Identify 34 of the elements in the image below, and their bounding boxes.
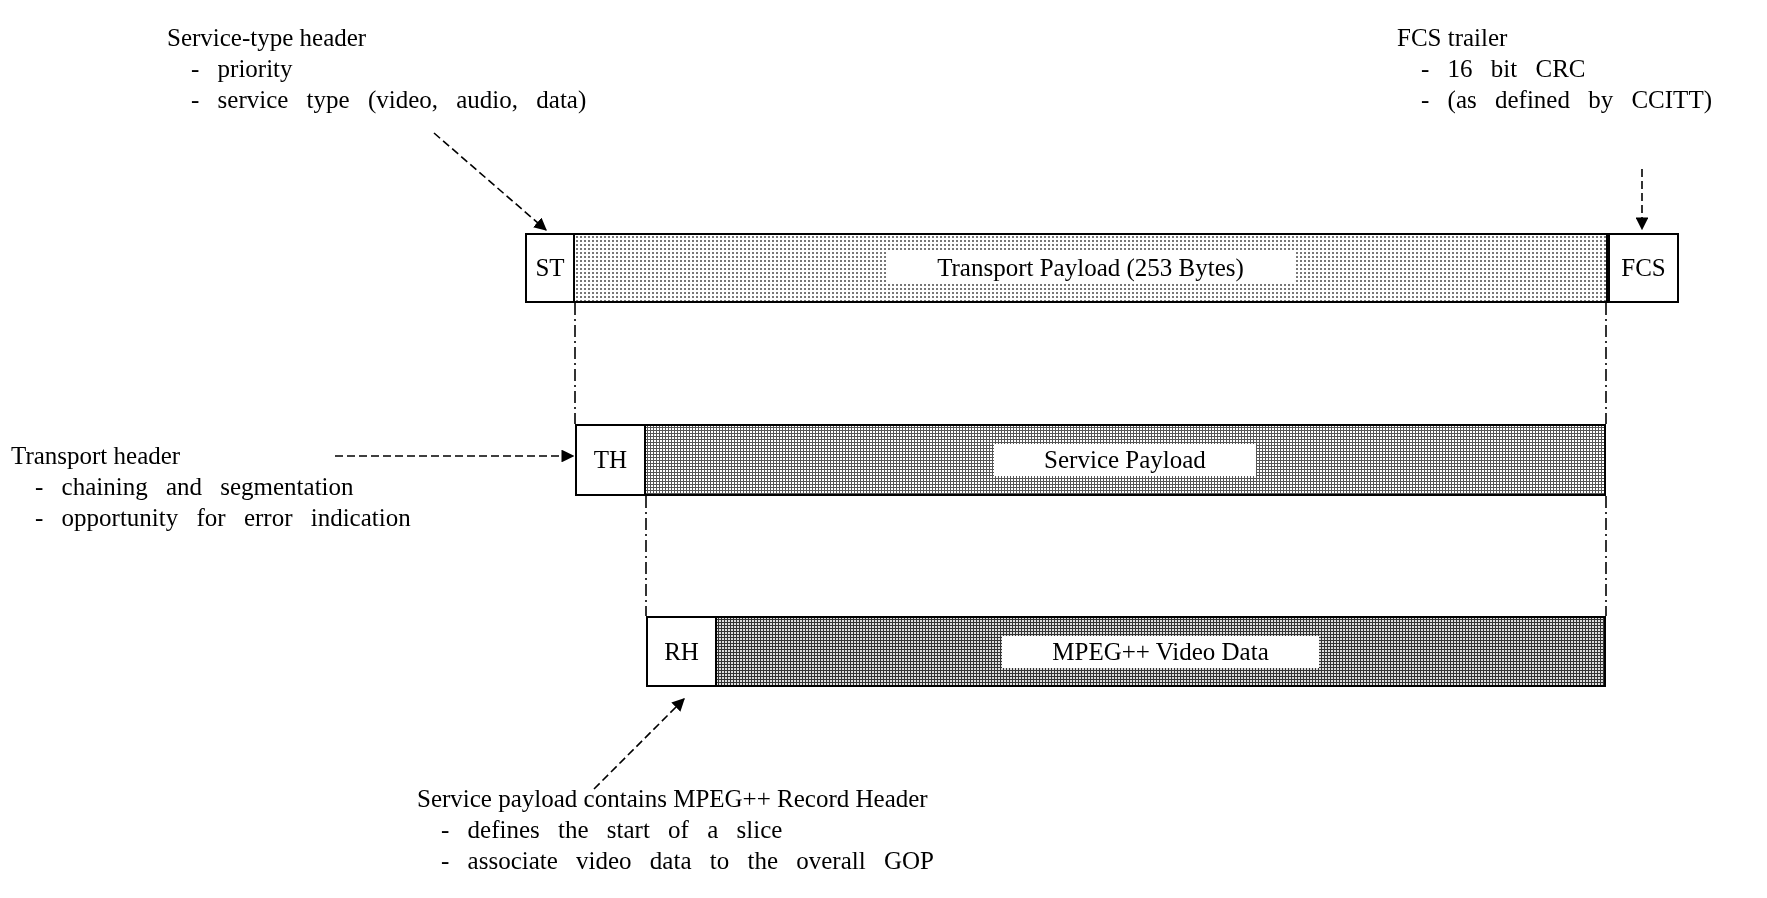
annotation-heading: FCS trailer <box>1397 23 1509 53</box>
arrow <box>433 132 547 231</box>
field-label: MPEG++ Video Data <box>1002 635 1319 668</box>
projection-line <box>1605 495 1607 617</box>
arrow <box>1635 168 1649 231</box>
field-label: TH <box>593 446 628 474</box>
field-label: RH <box>664 637 699 666</box>
bullet-item: - service type (video, audio, data) <box>191 86 587 113</box>
bullet-item: - opportunity for error indication <box>35 504 411 531</box>
header-field <box>575 424 646 496</box>
annotation-heading: Transport header <box>11 441 182 471</box>
header-field <box>525 233 575 303</box>
projection-line <box>645 495 647 617</box>
annotation-heading: Service-type header <box>167 23 368 53</box>
field-label: ST <box>535 254 565 282</box>
header-field <box>646 616 717 687</box>
bullet-item: - defines the start of a slice <box>441 816 783 843</box>
field-label: Transport Payload (253 Bytes) <box>887 252 1294 284</box>
projection-line <box>1605 302 1607 425</box>
trailer-field <box>1608 233 1679 303</box>
arrow <box>334 449 575 463</box>
field-label: Service Payload <box>994 444 1256 476</box>
arrow <box>593 698 685 790</box>
bullet-item: - priority <box>191 55 293 82</box>
bullet-item: - associate video data to the overall GOP <box>441 847 934 874</box>
bullet-item: - chaining and segmentation <box>35 473 354 500</box>
payload-field <box>646 424 1606 496</box>
bullet-item: - 16 bit CRC <box>1421 55 1586 82</box>
annotation-heading: Service payload contains MPEG++ Record Header <box>417 784 929 814</box>
payload-field <box>717 616 1606 687</box>
bullet-item: - (as defined by CCITT) <box>1421 86 1712 113</box>
projection-line <box>574 302 576 425</box>
payload-field <box>575 233 1608 303</box>
field-label: FCS <box>1621 254 1666 282</box>
